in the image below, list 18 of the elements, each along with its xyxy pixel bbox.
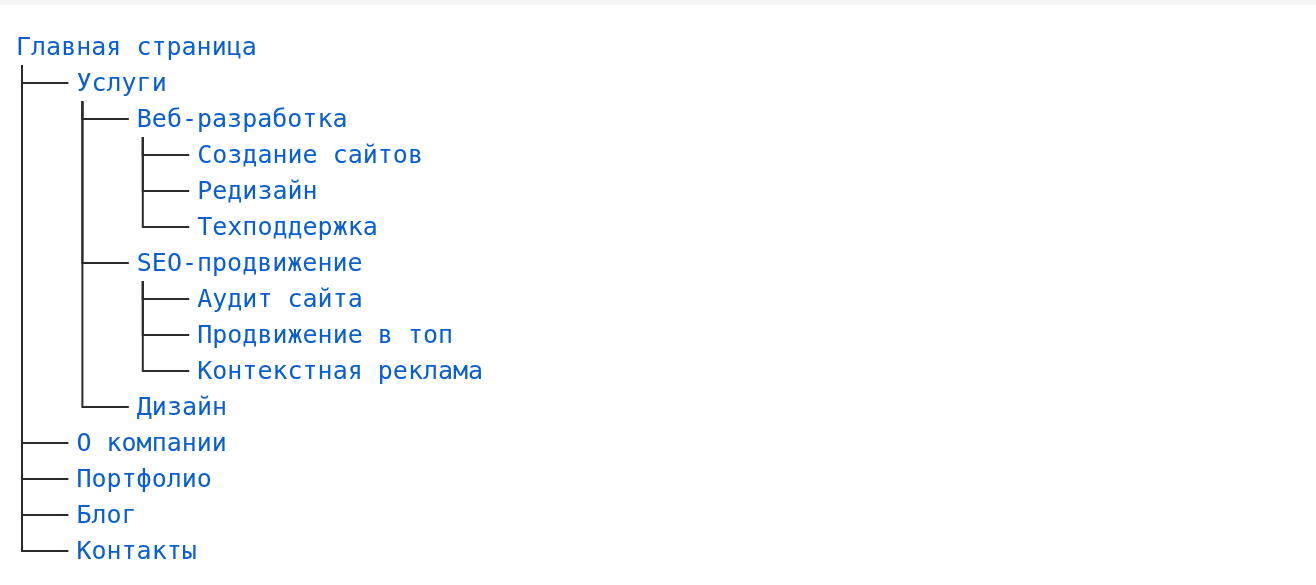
page-label: Портфолио xyxy=(76,464,212,494)
tree-connector xyxy=(81,100,130,408)
tree-connector xyxy=(141,280,191,372)
tree-connector xyxy=(141,136,191,228)
root-page-label: Главная страница xyxy=(16,32,257,62)
page-label: Техподдержка xyxy=(197,212,378,242)
page-label: Редизайн xyxy=(197,176,318,206)
page-label: Аудит сайта xyxy=(197,284,363,314)
page-label: Дизайн xyxy=(136,392,228,422)
page-label: Контекстная реклама xyxy=(197,356,484,386)
page-label: Создание сайтов xyxy=(197,140,423,170)
page-label: SEO-продвижение xyxy=(136,248,363,278)
page-label: Продвижение в топ xyxy=(197,320,454,350)
page-label: Веб-разработка xyxy=(136,104,348,134)
page-label: Контакты xyxy=(76,536,197,566)
page-label: О компании xyxy=(76,428,227,458)
page-label: Услуги xyxy=(76,68,167,98)
page-label: Блог xyxy=(76,500,137,530)
